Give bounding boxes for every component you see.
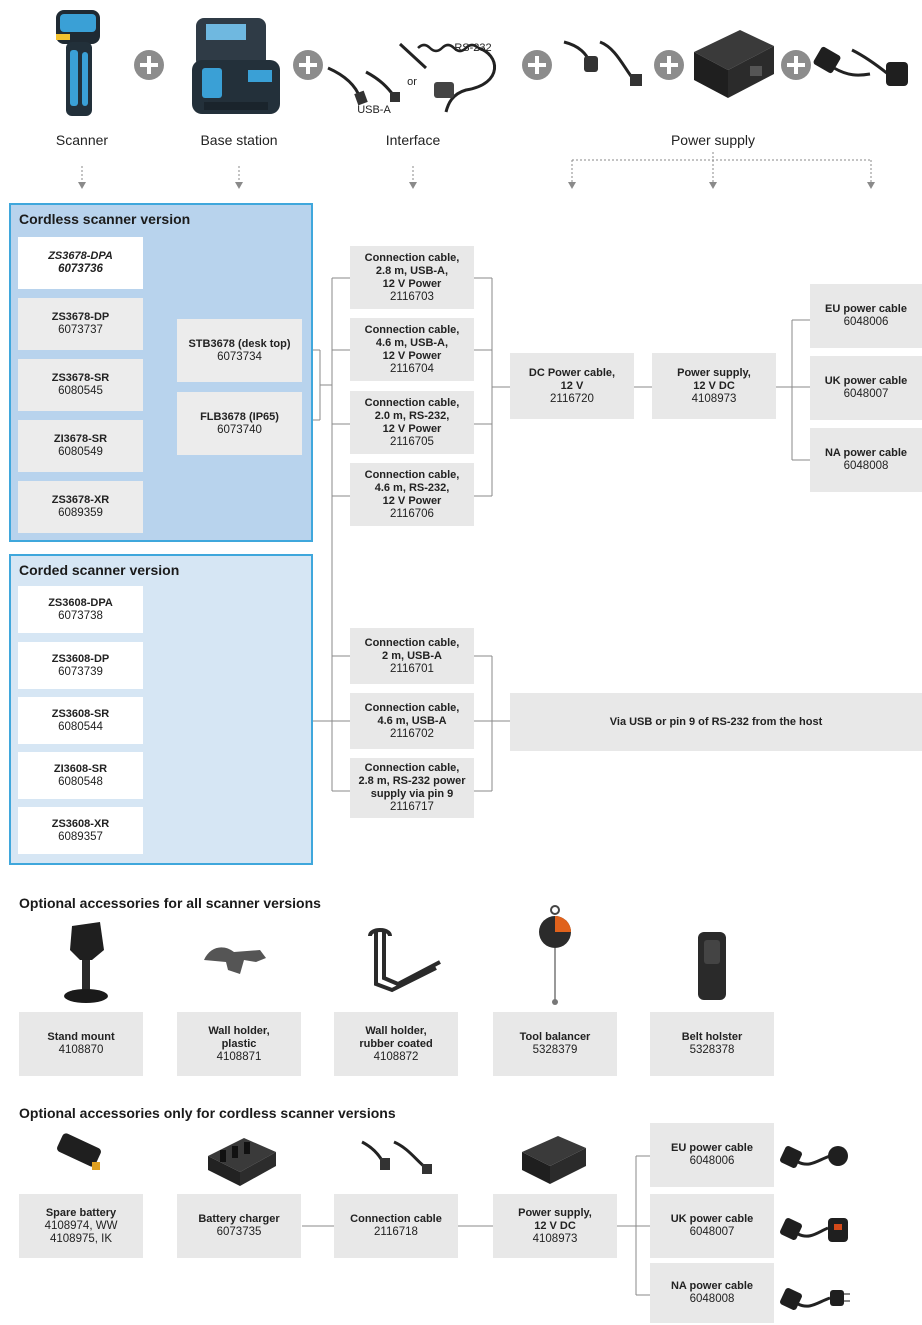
rs232-label: RS-232: [454, 42, 492, 54]
wall-holder-plastic-icon: [200, 940, 270, 980]
plus-icon: [134, 50, 164, 80]
plus-icon: [522, 50, 552, 80]
na-power-cord-icon: [778, 1280, 852, 1320]
power-supply-icon: [518, 1132, 590, 1188]
uk-power-cord-icon: [778, 1210, 852, 1250]
base-station-heading: Base station: [200, 132, 278, 148]
acc-all-title: Optional accessories for all scanner ver…: [19, 895, 321, 911]
plus-icon: [781, 50, 811, 80]
battery-icon: [54, 1132, 110, 1182]
eu-power-cord-icon: [778, 1138, 852, 1178]
acc-cordless-title: Optional accessories only for cordless s…: [19, 1105, 396, 1121]
or-label: or: [407, 76, 417, 88]
belt-holster-icon: [694, 930, 730, 1002]
connection-cable-icon: [360, 1138, 436, 1178]
connection-cable-item: Connection cable, 4.6 m, USB-A, 12 V Pow…: [350, 318, 474, 381]
power-adapter-icon: [688, 26, 778, 102]
usba-label: USB-A: [357, 104, 391, 116]
connection-cable-item: Connection cable, 2.8 m, USB-A, 12 V Pow…: [350, 246, 474, 309]
plus-icon: [654, 50, 684, 80]
power-supply-heading: Power supply: [670, 132, 756, 148]
interface-heading: Interface: [385, 132, 441, 148]
wall-holder-rubber-icon: [362, 928, 444, 996]
rs232-cable-icon: [396, 38, 512, 118]
usb-cable-icon: [326, 66, 406, 106]
cordless-panel-title: Cordless scanner version: [19, 211, 191, 227]
usb-power-note: Via USB or pin 9 of RS-232 from the host: [510, 693, 922, 751]
corded-panel-title: Corded scanner version: [19, 562, 180, 578]
connection-cable-item: Connection cable, 4.6 m, RS-232, 12 V Po…: [350, 463, 474, 526]
power-cord-icon: [808, 40, 914, 94]
tool-balancer-icon: [535, 904, 575, 1008]
dc-cable-icon: [560, 34, 652, 94]
plus-icon: [293, 50, 323, 80]
handheld-scanner-icon: [52, 6, 108, 122]
base-station-icon: [188, 14, 284, 118]
stand-mount-icon: [58, 920, 114, 1006]
base-station-item: STB3678 (desk top)6073734: [177, 319, 302, 382]
connection-cable-item: Connection cable, 2.8 m, RS-232 power su…: [350, 758, 474, 818]
connection-cable-item: Connection cable, 2.0 m, RS-232, 12 V Po…: [350, 391, 474, 454]
battery-charger-icon: [204, 1132, 280, 1188]
base-station-item: FLB3678 (IP65)6073740: [177, 392, 302, 455]
scanner-heading: Scanner: [55, 132, 109, 148]
